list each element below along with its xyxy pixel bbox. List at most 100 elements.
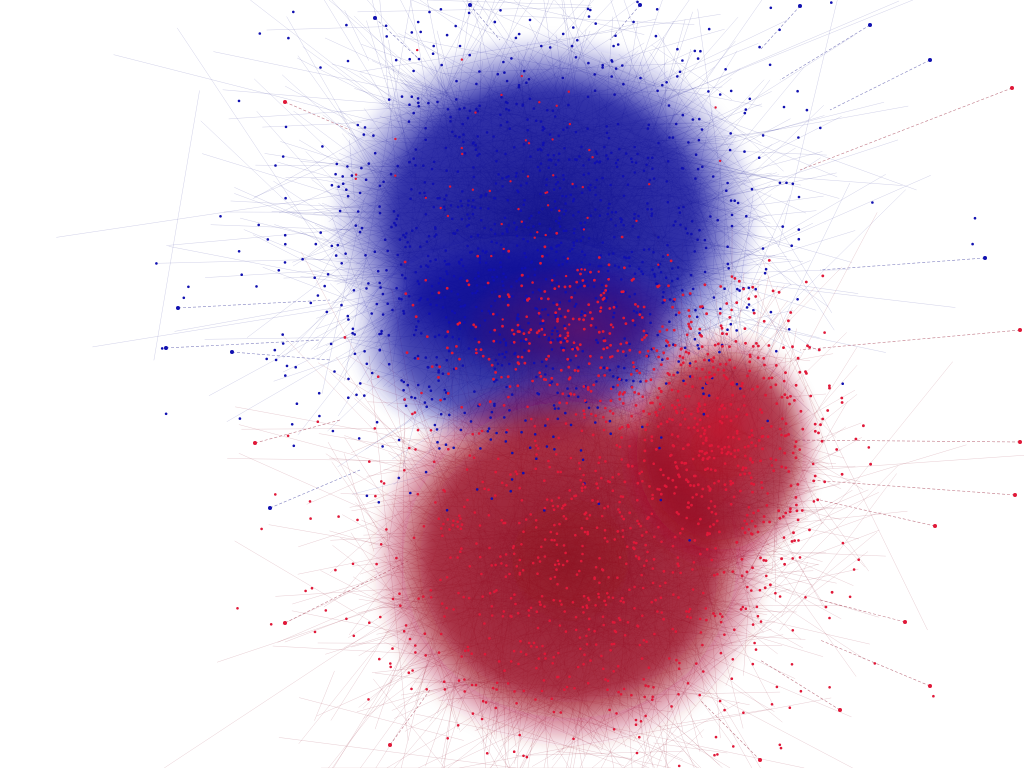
graph-node bbox=[787, 319, 790, 323]
graph-node bbox=[612, 670, 615, 673]
graph-node bbox=[478, 403, 482, 406]
graph-node bbox=[461, 152, 464, 156]
graph-node bbox=[654, 448, 658, 451]
graph-node bbox=[400, 297, 403, 301]
graph-node bbox=[532, 361, 536, 365]
graph-node bbox=[507, 109, 511, 112]
graph-node bbox=[707, 90, 710, 93]
graph-node bbox=[791, 557, 794, 560]
graph-node bbox=[429, 589, 433, 592]
graph-node bbox=[463, 106, 466, 110]
graph-node bbox=[549, 577, 552, 580]
graph-node bbox=[540, 148, 543, 152]
graph-node bbox=[503, 71, 506, 74]
graph-node bbox=[460, 258, 463, 262]
graph-node bbox=[736, 201, 740, 205]
graph-node bbox=[696, 57, 700, 60]
graph-node bbox=[580, 191, 584, 194]
graph-node bbox=[562, 174, 565, 177]
graph-node bbox=[611, 489, 615, 493]
graph-node bbox=[689, 484, 692, 487]
graph-node bbox=[396, 164, 400, 168]
graph-node bbox=[676, 389, 680, 393]
graph-node bbox=[709, 215, 712, 218]
graph-node bbox=[492, 377, 495, 381]
graph-node bbox=[637, 557, 641, 561]
outlier-node bbox=[468, 3, 472, 7]
graph-node bbox=[451, 130, 454, 134]
graph-node bbox=[557, 407, 560, 410]
graph-node bbox=[613, 235, 616, 239]
graph-node bbox=[751, 387, 754, 391]
graph-node bbox=[599, 309, 602, 313]
graph-node bbox=[497, 457, 500, 461]
graph-node bbox=[578, 467, 582, 471]
graph-node bbox=[769, 457, 773, 461]
graph-node bbox=[521, 569, 525, 572]
graph-node bbox=[547, 166, 550, 169]
graph-node bbox=[464, 269, 468, 273]
outlier-node bbox=[903, 620, 907, 624]
graph-node bbox=[735, 432, 739, 435]
graph-node bbox=[565, 559, 569, 563]
graph-node bbox=[747, 506, 751, 509]
graph-node bbox=[504, 343, 508, 347]
graph-node bbox=[433, 423, 437, 427]
graph-node bbox=[634, 541, 638, 545]
graph-node bbox=[691, 287, 695, 291]
graph-node bbox=[525, 315, 528, 319]
graph-node bbox=[703, 270, 707, 274]
graph-node bbox=[435, 303, 438, 307]
graph-node bbox=[562, 339, 566, 343]
graph-node bbox=[604, 299, 607, 303]
graph-node bbox=[583, 221, 587, 224]
graph-node bbox=[614, 34, 617, 37]
graph-node bbox=[562, 544, 566, 547]
graph-node bbox=[634, 161, 638, 164]
graph-node bbox=[817, 431, 820, 435]
graph-node bbox=[585, 642, 589, 646]
graph-node bbox=[752, 311, 756, 315]
outlier-node bbox=[1018, 328, 1022, 332]
graph-node bbox=[493, 299, 497, 302]
graph-node bbox=[567, 365, 571, 369]
graph-node bbox=[540, 297, 543, 300]
graph-node bbox=[580, 310, 584, 313]
graph-node bbox=[490, 291, 494, 294]
graph-node bbox=[651, 581, 655, 585]
graph-node bbox=[632, 20, 635, 24]
graph-node bbox=[702, 395, 706, 399]
graph-node bbox=[671, 544, 675, 548]
graph-node bbox=[442, 680, 446, 683]
graph-node bbox=[622, 82, 625, 86]
graph-node bbox=[510, 285, 513, 288]
graph-node bbox=[612, 315, 615, 319]
graph-node bbox=[423, 181, 427, 184]
graph-node bbox=[480, 309, 484, 313]
graph-node bbox=[515, 102, 518, 106]
graph-node bbox=[518, 486, 521, 490]
graph-node bbox=[556, 337, 559, 341]
graph-node bbox=[519, 184, 523, 187]
graph-node bbox=[603, 145, 606, 149]
graph-node bbox=[544, 277, 548, 281]
graph-node bbox=[761, 447, 764, 451]
graph-node bbox=[350, 174, 354, 177]
graph-node bbox=[685, 478, 688, 482]
graph-node bbox=[589, 354, 592, 358]
graph-node bbox=[566, 331, 570, 335]
graph-node bbox=[458, 44, 462, 48]
graph-node bbox=[337, 515, 340, 518]
graph-node bbox=[451, 309, 454, 313]
graph-node bbox=[677, 206, 681, 210]
graph-node bbox=[697, 454, 701, 457]
graph-node bbox=[660, 611, 663, 614]
graph-node bbox=[581, 552, 584, 556]
graph-node bbox=[586, 386, 590, 389]
graph-node bbox=[351, 327, 355, 331]
graph-node bbox=[598, 556, 601, 560]
graph-node bbox=[677, 512, 680, 516]
graph-node bbox=[410, 395, 413, 399]
graph-node bbox=[703, 403, 707, 406]
graph-node bbox=[652, 177, 656, 180]
